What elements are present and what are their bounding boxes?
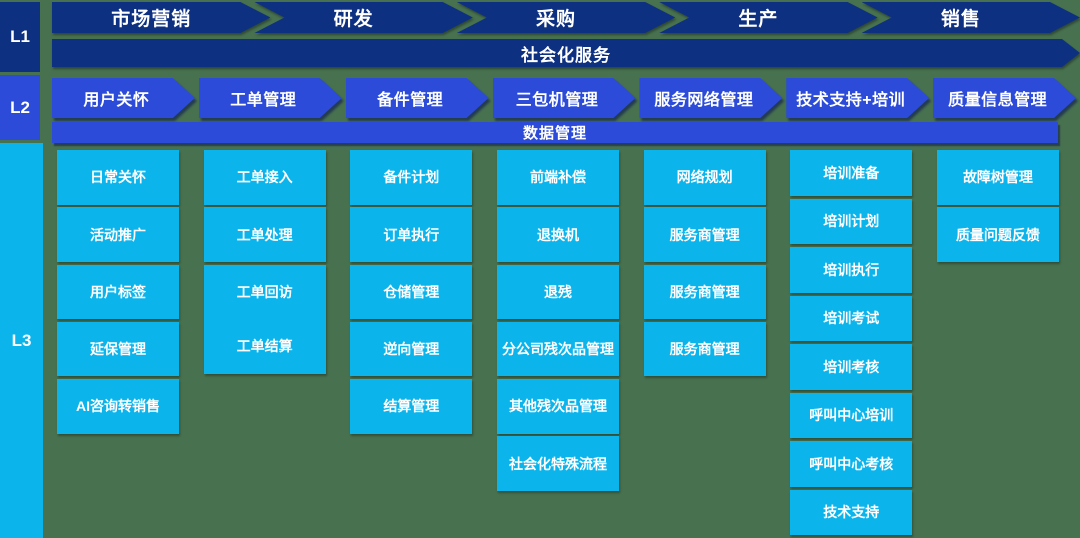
l3-capability-box: 网络规划 (643, 150, 766, 205)
l2-module-6: 技术支持+培训 (786, 78, 929, 118)
level-3-label: L3 (0, 143, 43, 538)
l1-stage-label: 研发 (254, 2, 472, 33)
l3-column-3: 备件计划订单执行仓储管理逆向管理结算管理 (350, 150, 473, 436)
l3-capability-box: 仓储管理 (350, 264, 473, 320)
level-2-label: L2 (0, 75, 40, 140)
l2-data-management-bar: 数据管理 (52, 122, 1058, 143)
l3-capability-box: 订单执行 (350, 207, 473, 262)
l3-capability-box: 工单结算 (203, 319, 326, 374)
l2-module-5: 服务网络管理 (639, 78, 782, 118)
l2-module-7: 质量信息管理 (933, 78, 1076, 118)
l2-module-label: 工单管理 (199, 78, 342, 118)
l3-capability-box: 培训考核 (790, 344, 913, 390)
l3-capability-box: 用户标签 (57, 264, 179, 320)
l1-stage-label: 销售 (862, 2, 1080, 33)
l2-module-1: 用户关怀 (52, 78, 195, 118)
l3-capability-box: 质量问题反馈 (936, 207, 1059, 262)
l3-capability-box: 其他残次品管理 (496, 379, 619, 434)
l2-module-label: 服务网络管理 (639, 78, 782, 118)
l2-module-label: 用户关怀 (52, 78, 195, 118)
l3-capability-box: AI咨询转销售 (57, 379, 179, 434)
l1-socialized-service-bar: 社会化服务 (52, 39, 1080, 67)
l1-stage-3: 采购 (457, 2, 675, 33)
l2-module-label: 三包机管理 (493, 78, 636, 118)
l3-capability-box: 日常关怀 (57, 150, 179, 205)
l1-stage-2: 研发 (254, 2, 472, 33)
l3-column-7: 故障树管理质量问题反馈 (936, 150, 1059, 265)
l3-capability-box: 延保管理 (57, 321, 179, 377)
l3-capability-box: 服务商管理 (643, 321, 766, 377)
l1-stage-label: 生产 (659, 2, 877, 33)
level-1-label: L1 (0, 2, 40, 72)
l3-capability-box: 退残 (496, 264, 619, 320)
l3-capability-box: 培训考试 (790, 295, 913, 341)
l1-stage-label: 市场营销 (52, 2, 270, 33)
l3-capability-box: 故障树管理 (936, 150, 1059, 205)
l3-column-2: 工单接入工单处理工单回访工单结算 (203, 150, 326, 376)
l3-capability-box: 呼叫中心考核 (790, 441, 913, 487)
l3-column-6: 培训准备培训计划培训执行培训考试培训考核呼叫中心培训呼叫中心考核技术支持 (790, 150, 913, 538)
l1-stage-1: 市场营销 (52, 2, 270, 33)
l3-capability-box: 培训准备 (790, 150, 913, 196)
l3-capability-box: 活动推广 (57, 207, 179, 262)
l2-module-label: 质量信息管理 (933, 78, 1076, 118)
l2-module-label: 备件管理 (346, 78, 489, 118)
l3-capability-box: 逆向管理 (350, 321, 473, 377)
l3-column-5: 网络规划服务商管理服务商管理服务商管理 (643, 150, 766, 379)
l3-capability-box: 结算管理 (350, 379, 473, 434)
l3-capability-box: 工单处理 (203, 207, 326, 262)
l1-process-arrow-row: 市场营销研发采购生产销售 (52, 2, 1080, 33)
l3-capability-box: 前端补偿 (496, 150, 619, 205)
l3-capability-box: 工单回访 (203, 264, 326, 320)
l3-capability-box: 服务商管理 (643, 264, 766, 320)
l3-capability-box: 工单接入 (203, 150, 326, 205)
l1-socialized-service-bar-label: 社会化服务 (52, 39, 1080, 67)
l3-capability-box: 技术支持 (790, 489, 913, 535)
l2-module-4: 三包机管理 (493, 78, 636, 118)
l3-capability-box: 培训执行 (790, 247, 913, 293)
l3-capability-box: 退换机 (496, 207, 619, 262)
l2-module-2: 工单管理 (199, 78, 342, 118)
l2-module-label: 技术支持+培训 (786, 78, 929, 118)
l3-capability-box: 社会化特殊流程 (496, 436, 619, 491)
l1-stage-5: 销售 (862, 2, 1080, 33)
l1-stage-4: 生产 (659, 2, 877, 33)
l3-column-4: 前端补偿退换机退残分公司残次品管理其他残次品管理社会化特殊流程 (496, 150, 619, 494)
l3-capability-box: 服务商管理 (643, 207, 766, 262)
l2-module-3: 备件管理 (346, 78, 489, 118)
l3-capability-box: 呼叫中心培训 (790, 392, 913, 438)
l1-stage-label: 采购 (457, 2, 675, 33)
l3-capability-box: 备件计划 (350, 150, 473, 205)
l2-module-arrow-row: 用户关怀工单管理备件管理三包机管理服务网络管理技术支持+培训质量信息管理 (52, 78, 1076, 118)
l3-capability-box: 培训计划 (790, 198, 913, 244)
l3-capability-box: 分公司残次品管理 (496, 321, 619, 377)
